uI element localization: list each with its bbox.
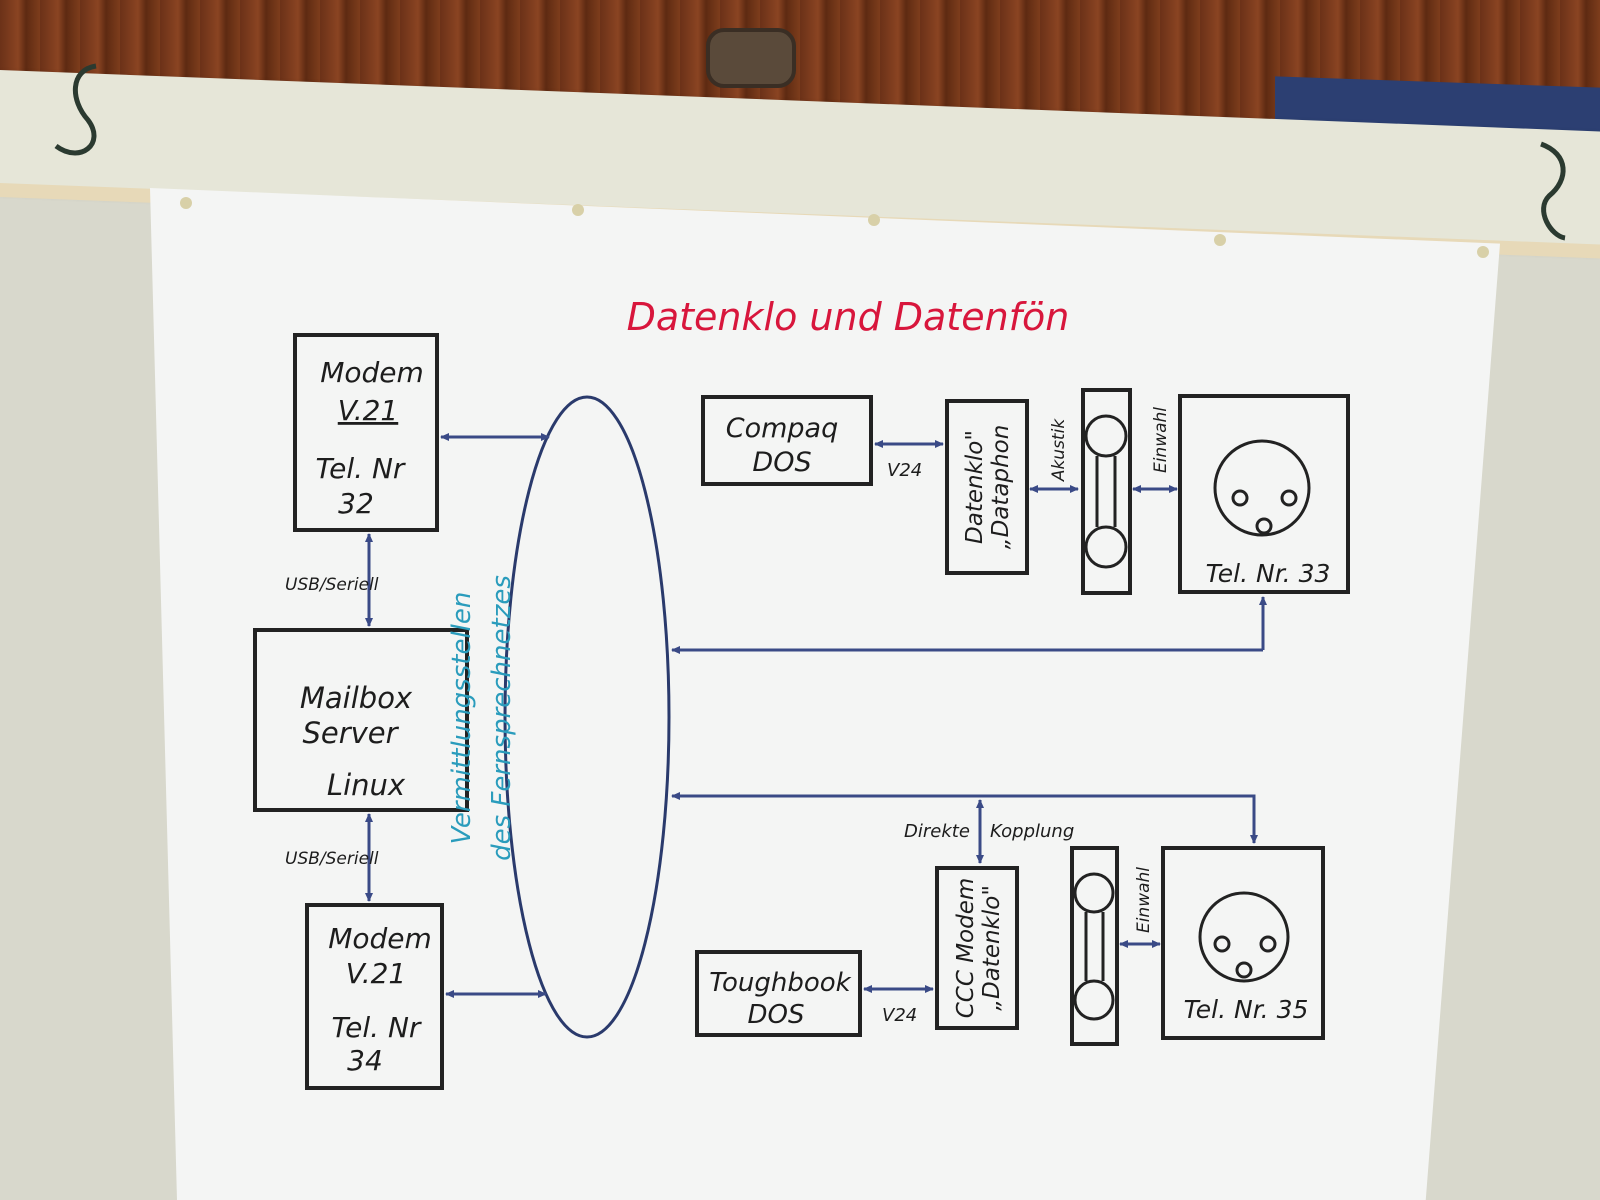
v24-label-bottom: V24 — [882, 1005, 917, 1026]
ceiling-light — [706, 28, 796, 88]
handset-bottom-icon — [1070, 846, 1119, 1046]
socket-bottom-label: Tel. Nr. 35 — [1184, 995, 1309, 1024]
dataphon-box: Datenklo" „Dataphon — [945, 399, 1029, 575]
handset-top-icon — [1081, 388, 1132, 595]
pin-holes — [180, 197, 1489, 258]
akustik-label: Akustik — [1049, 418, 1069, 482]
mailbox-server-box: Mailbox Server Linux — [253, 628, 469, 812]
network-line2: des Fernsprechnetzes — [487, 575, 517, 861]
modem-top-box: Modem V.21 Tel. Nr 32 — [293, 333, 439, 532]
dataphon-line2: „Dataphon — [988, 425, 1014, 550]
compaq-line2: DOS — [752, 447, 811, 478]
toughbook-dos-box: Toughbook DOS — [695, 950, 862, 1037]
toughbook-line1: Toughbook — [709, 968, 851, 998]
direkte-label: Direkte — [904, 821, 970, 842]
modem-bottom-line1: Modem — [328, 922, 432, 955]
mailbox-line3: Linux — [327, 768, 406, 802]
left-hook-icon — [54, 63, 97, 156]
ccc-modem-line2: „Datenklo" — [979, 885, 1005, 1011]
telephone-network-ellipse: Vermittlungsstellen des Fernsprechnetzes — [447, 395, 671, 1039]
modem-top-line4: 32 — [338, 487, 374, 520]
kopplung-label: Kopplung — [990, 821, 1074, 842]
poster-sheet — [150, 188, 1500, 1200]
compaq-line1: Compaq — [726, 413, 839, 444]
modem-bottom-line2: V.21 — [346, 957, 406, 990]
mailbox-line2: Server — [302, 716, 399, 750]
v24-label-top: V24 — [887, 460, 922, 481]
ccc-modem-line1: CCC Modem — [953, 878, 979, 1019]
dataphon-line1: Datenklo" — [962, 430, 988, 544]
modem-top-line2: V.21 — [338, 394, 398, 427]
phone-socket-top: Tel. Nr. 33 — [1178, 394, 1350, 594]
toughbook-line2: DOS — [748, 1000, 805, 1030]
network-socket-bottom-link — [1028, 794, 1258, 844]
usb-label-bottom: USB/Seriell — [285, 849, 379, 869]
phone-socket-bottom: Tel. Nr. 35 — [1161, 846, 1325, 1040]
socket-bottom-icon — [1198, 891, 1290, 983]
modem-bottom-line3: Tel. Nr — [332, 1011, 422, 1044]
compaq-dos-box: Compaq DOS — [701, 395, 873, 486]
socket-top-label: Tel. Nr. 33 — [1206, 559, 1331, 588]
network-line1: Vermittlungsstellen — [447, 592, 477, 845]
mailbox-line1: Mailbox — [300, 681, 413, 715]
diagram-title: Datenklo und Datenfön — [627, 295, 1070, 339]
modem-bottom-box: Modem V.21 Tel. Nr 34 — [305, 903, 444, 1090]
modem-bottom-line4: 34 — [347, 1044, 383, 1077]
usb-label-top: USB/Seriell — [285, 575, 379, 595]
einwahl-label-bottom: Einwahl — [1134, 867, 1154, 933]
right-hook-icon — [1540, 141, 1566, 241]
einwahl-label-top: Einwahl — [1151, 407, 1171, 473]
socket-top-icon — [1213, 439, 1311, 537]
modem-top-line1: Modem — [320, 356, 424, 389]
ccc-modem-box: CCC Modem „Datenklo" — [935, 866, 1019, 1030]
modem-top-line3: Tel. Nr — [316, 452, 406, 485]
